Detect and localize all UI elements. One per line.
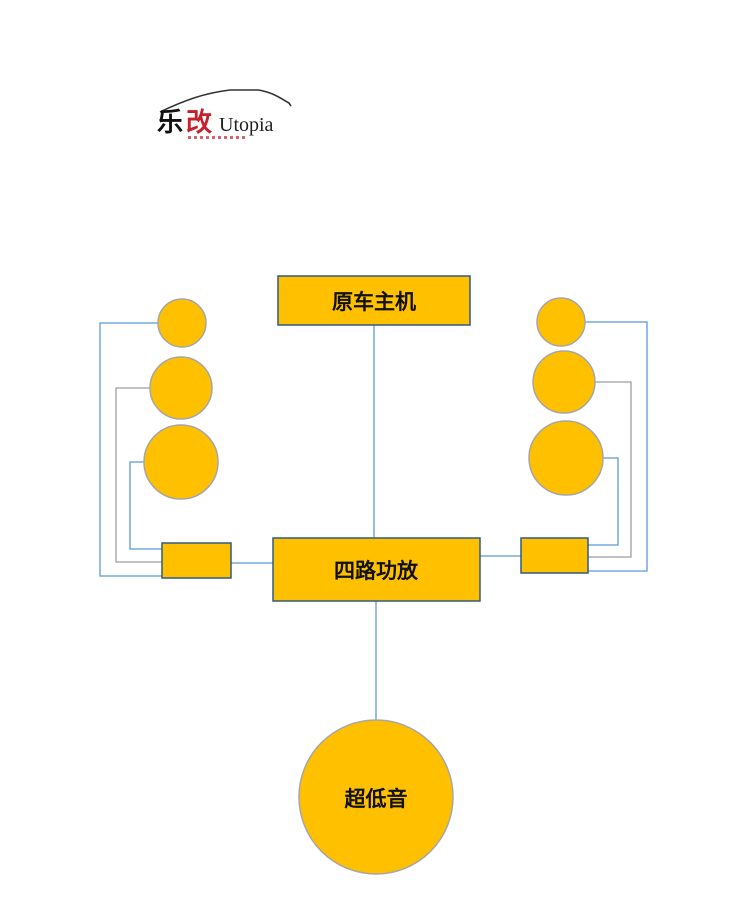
amplifier-box [272,537,481,602]
wire-left-midrange [115,387,162,563]
logo-char-1: 乐 [157,108,183,138]
logo-latin-text: Utopia [219,114,274,136]
amplifier-label: 四路功放 [334,559,419,583]
left-tweeter-speaker [157,298,207,348]
left-midrange-speaker [149,356,213,420]
subwoofer-node: 超低音 [298,719,454,875]
head-unit-node: 原车主机 [277,275,471,326]
head-unit-box [277,275,471,326]
subwoofer-speaker [298,719,454,875]
left-speakers [143,298,219,500]
wires [99,321,648,720]
logo-char-2: 改 [186,107,212,138]
wire-left-woofer [129,461,162,550]
wire-left-tweeter [99,322,162,577]
logo-tagline-decoration [188,136,245,139]
right-speakers [528,297,604,496]
head-unit-label: 原车主机 [332,290,416,314]
right-woofer-speaker [528,420,604,496]
right-crossover-box [520,537,589,574]
wire-right-woofer [588,457,619,546]
left-crossover-box [161,542,232,579]
subwoofer-label: 超低音 [345,787,408,811]
car-outline-icon [159,89,292,113]
left-woofer-speaker [143,424,219,500]
amplifier-node: 四路功放 [272,537,481,602]
logo: 乐 改 Utopia [157,89,292,139]
wire-right-tweeter [585,321,648,572]
right-midrange-speaker [532,350,596,414]
right-tweeter-speaker [536,297,586,347]
wire-right-midrange [588,381,632,558]
